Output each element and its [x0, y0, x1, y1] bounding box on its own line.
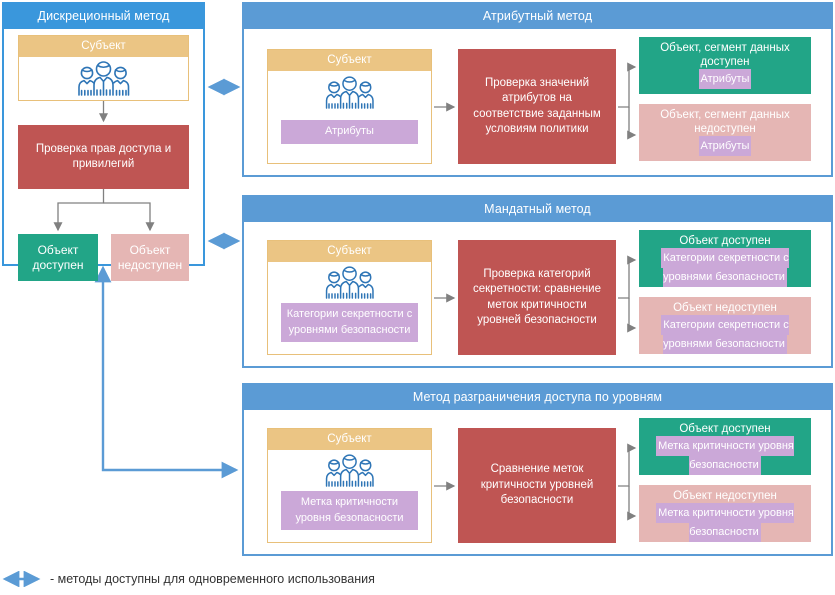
- double-arrow-icon: [2, 571, 41, 587]
- result-attribute-chip: Категории секретности с уровнями безопас…: [661, 248, 789, 287]
- process-box-mandatory: Проверка категорий секретности: сравнени…: [458, 240, 616, 355]
- result-denied-attribute: Объект, сегмент данных недоступен Атрибу…: [639, 104, 811, 161]
- result-denied-levels: Объект недоступен Метка критичности уров…: [639, 485, 811, 542]
- result-title: Объект, сегмент данных доступен: [660, 42, 790, 68]
- legend: - методы доступны для одновременного исп…: [0, 566, 500, 592]
- result-attribute-chip: Метка критичности уровня безопасности: [656, 436, 794, 475]
- panel-attribute-title: Атрибутный метод: [244, 4, 831, 29]
- result-accessible-levels: Объект доступен Метка критичности уровня…: [639, 418, 811, 475]
- people-group-icon: [19, 57, 188, 101]
- subject-card-levels: Субъект: [267, 428, 432, 543]
- subject-title: Субъект: [19, 36, 188, 57]
- panel-discretionary-body: Субъект: [4, 29, 203, 281]
- panel-attribute: Атрибутный метод Субъект: [242, 2, 833, 177]
- result-title: Объект, сегмент данных недоступен: [660, 109, 790, 135]
- subject-title: Субъект: [268, 241, 431, 262]
- panel-mandatory-title: Мандатный метод: [244, 197, 831, 222]
- process-box-levels: Сравнение меток критичности уровней безо…: [458, 428, 616, 543]
- result-title: Объект доступен: [679, 423, 771, 435]
- subject-attribute-chip: Категории секретности с уровнями безопас…: [281, 303, 418, 342]
- result-accessible-mandatory: Объект доступен Категории секретности с …: [639, 230, 811, 287]
- subject-attribute-chip: Метка критичности уровня безопасности: [281, 491, 418, 530]
- subject-title: Субъект: [268, 50, 431, 71]
- result-attribute-chip: Атрибуты: [698, 69, 752, 89]
- panel-levels-title: Метод разграничения доступа по уровням: [244, 385, 831, 410]
- panel-discretionary-title: Дискреционный метод: [4, 4, 203, 29]
- subject-card-mandatory: Субъект: [267, 240, 432, 355]
- result-accessible-attribute: Объект, сегмент данных доступен Атрибуты: [639, 37, 811, 94]
- panel-attribute-body: Субъект: [244, 29, 831, 175]
- subject-card-attribute: Субъект: [267, 49, 432, 164]
- process-box-discretionary: Проверка прав доступа и привилегий: [18, 125, 189, 189]
- result-denied-mandatory: Объект недоступен Категории секретности …: [639, 297, 811, 354]
- panel-levels: Метод разграничения доступа по уровням С…: [242, 383, 833, 556]
- people-group-icon: [268, 450, 431, 492]
- result-title: Объект доступен: [679, 235, 771, 247]
- subject-attribute-chip: Атрибуты: [281, 120, 418, 144]
- legend-text: - методы доступны для одновременного исп…: [50, 572, 375, 586]
- panel-discretionary: Дискреционный метод Субъект: [2, 2, 205, 281]
- people-group-icon: [268, 262, 431, 304]
- panel-mandatory-body: Субъект: [244, 222, 831, 366]
- result-title: Объект недоступен: [673, 302, 777, 314]
- result-accessible-discretionary: Объект доступен: [18, 234, 98, 281]
- result-attribute-chip: Атрибуты: [698, 136, 752, 156]
- process-box-attribute: Проверка значений атрибутов на соответст…: [458, 49, 616, 164]
- subject-card-discretionary: Субъект: [18, 35, 189, 101]
- panel-mandatory: Мандатный метод Субъект: [242, 195, 833, 368]
- result-attribute-chip: Категории секретности с уровнями безопас…: [661, 315, 789, 354]
- result-denied-discretionary: Объект недоступен: [111, 234, 189, 281]
- result-title: Объект недоступен: [673, 490, 777, 502]
- panel-levels-body: Субъект: [244, 410, 831, 554]
- result-attribute-chip: Метка критичности уровня безопасности: [656, 503, 794, 542]
- people-group-icon: [268, 71, 431, 115]
- subject-title: Субъект: [268, 429, 431, 450]
